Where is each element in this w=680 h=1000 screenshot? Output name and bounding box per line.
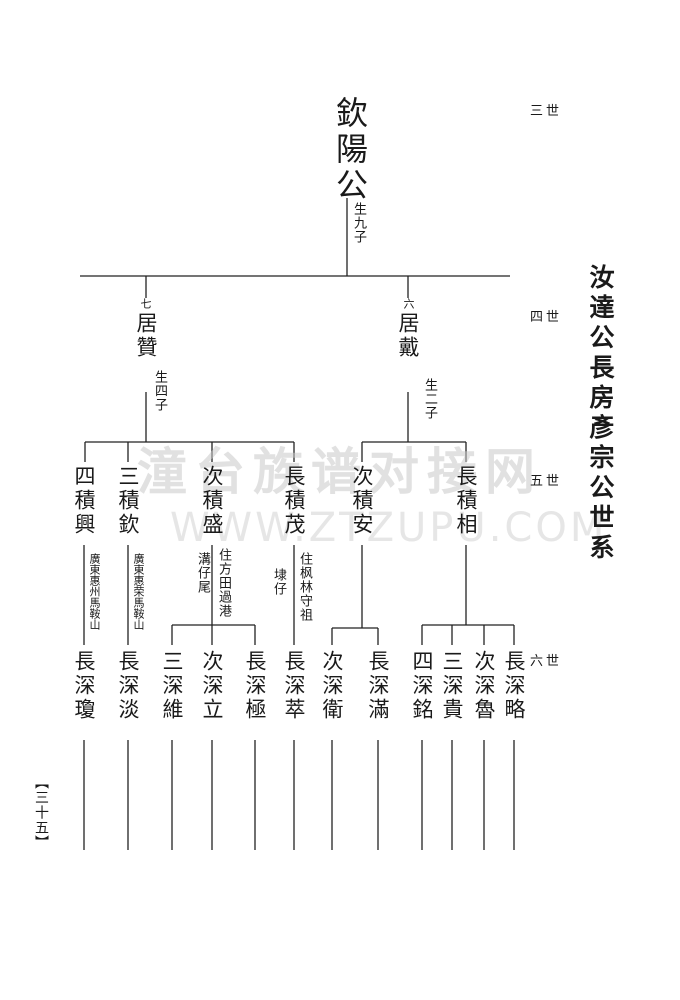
gen4-name-0: 居贊 <box>134 312 158 360</box>
generation-label-5: 五世 <box>530 474 563 489</box>
gen6-name-0: 長深瓊 <box>72 650 96 722</box>
gen6-name-9: 三深貴 <box>440 650 464 722</box>
gen5-note-2a: 溝仔尾 <box>195 552 210 594</box>
root-ancestor-name: 欽陽公 <box>331 96 369 204</box>
generation-label-3: 三世 <box>530 104 563 119</box>
gen5-note-1: 廣東惠荣馬鞍山 <box>132 553 145 630</box>
gen5-note-0: 廣東惠州馬鞍山 <box>88 553 101 630</box>
gen5-note-3b: 住枫林守祖 <box>297 552 312 622</box>
watermark-url: WWW.ZTZUPU.COM <box>170 505 608 551</box>
gen4-rank-0: 七 <box>139 298 152 309</box>
watermark-text: 潼台族谱对接网 <box>137 443 543 501</box>
gen5-name-5: 長積相 <box>454 465 478 537</box>
gen4-note-0: 生四子 <box>152 370 167 412</box>
gen6-name-11: 長深略 <box>502 650 526 722</box>
gen4-note-1: 生二子 <box>422 378 437 420</box>
gen4-rank-1: 六 <box>402 298 415 309</box>
gen5-name-0: 四積興 <box>72 465 96 537</box>
gen6-name-1: 長深淡 <box>116 650 140 722</box>
page-number: 【三十五】 <box>33 775 49 850</box>
gen6-name-8: 四深銘 <box>410 650 434 722</box>
gen6-name-4: 長深極 <box>243 650 267 722</box>
generation-label-6: 六世 <box>530 654 563 669</box>
root-ancestor-note: 生九子 <box>351 202 366 244</box>
gen5-note-3a: 埭仔 <box>271 568 286 596</box>
gen5-note-2b: 住方田過港 <box>216 548 231 618</box>
gen6-name-3: 次深立 <box>200 650 224 722</box>
gen4-name-1: 居戴 <box>396 312 420 360</box>
gen6-name-2: 三深維 <box>160 650 184 722</box>
gen5-name-3: 長積茂 <box>282 465 306 537</box>
gen6-name-10: 次深魯 <box>472 650 496 722</box>
gen5-name-4: 次積安 <box>350 465 374 537</box>
gen5-name-2: 次積盛 <box>200 465 224 537</box>
page-title: 汝達公長房彥宗公世系 <box>586 264 615 564</box>
gen6-name-6: 次深衛 <box>320 650 344 722</box>
gen6-name-5: 長深萃 <box>282 650 306 722</box>
generation-label-4: 四世 <box>530 310 563 325</box>
gen6-name-7: 長深滿 <box>366 650 390 722</box>
gen5-name-1: 三積欽 <box>116 465 140 537</box>
